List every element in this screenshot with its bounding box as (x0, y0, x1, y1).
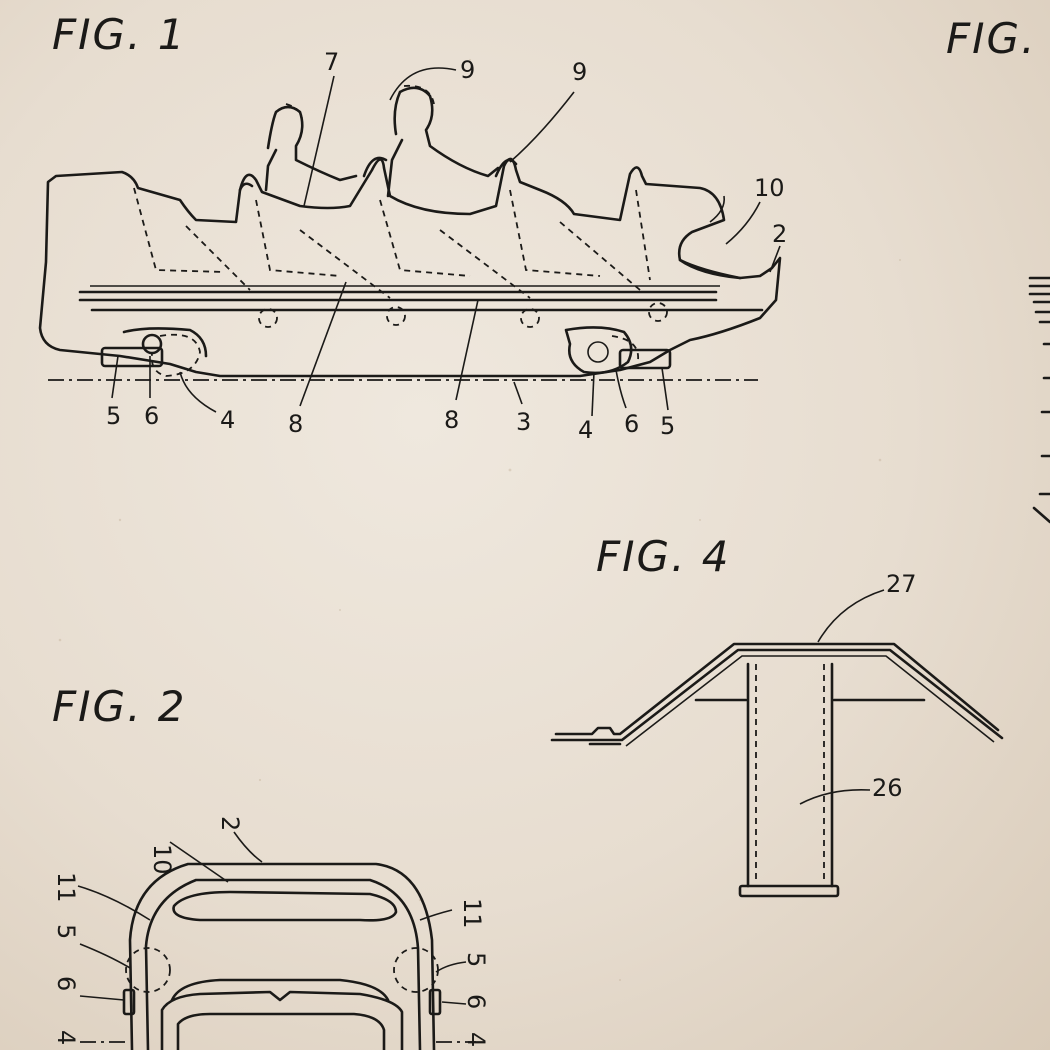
fig1-rider-1 (264, 105, 358, 192)
fig4-title: FIG. 4 (596, 532, 731, 581)
fig1-drawing: 7 9 9 10 2 5 6 4 8 8 3 4 6 5 (38, 48, 787, 444)
fig2-callout-4a: 4 (52, 1030, 80, 1045)
fig1-wheel-front-icon (141, 333, 163, 355)
fig1-callout-6b: 6 (624, 410, 639, 438)
fig1-callout-4b: 4 (578, 416, 593, 444)
fig2-callout-5a: 5 (52, 924, 80, 939)
fig1-callout-10: 10 (754, 174, 785, 202)
fig1-callout-2: 2 (772, 220, 787, 248)
fig2-callout-11a: 11 (52, 872, 80, 903)
fig2-callout-2: 2 (216, 816, 244, 831)
fig2-callout-6a: 6 (52, 976, 80, 991)
fig1-rider-2 (386, 86, 500, 198)
fig1-callout-9b: 9 (572, 58, 587, 86)
fig1-car-body (38, 157, 782, 378)
fig2-callout-6b: 6 (462, 994, 490, 1009)
fig1-callout-8a: 8 (288, 410, 303, 438)
fig1-callout-4a: 4 (220, 406, 235, 434)
fig2-title: FIG. 2 (52, 682, 187, 731)
fig1-title: FIG. 1 (52, 10, 187, 59)
fig1-callout-8b: 8 (444, 406, 459, 434)
fig1-callout-6a: 6 (144, 402, 159, 430)
fig1-callout-7: 7 (324, 48, 339, 76)
fig2-wheel-left-icon (125, 947, 171, 993)
fig2-callout-11b: 11 (458, 898, 486, 929)
fig1-callout-3: 3 (516, 408, 531, 436)
fig2-callout-4b: 4 (462, 1032, 490, 1047)
fig4-drawing: 27 26 (550, 570, 1004, 898)
fig1-wheel-rear-icon (564, 326, 633, 375)
fig1-callout-9a: 9 (460, 56, 475, 84)
fig3-title: FIG. (946, 14, 1037, 63)
fig2-drawing: 10 2 11 11 5 5 6 6 4 4 (52, 816, 490, 1050)
fig4-callout-26: 26 (872, 774, 903, 802)
fig4-callout-27: 27 (886, 570, 917, 598)
fig2-callout-5b: 5 (462, 952, 490, 967)
fig1-callout-5b: 5 (660, 412, 675, 440)
fig3-drawing (1028, 276, 1050, 524)
fig2-callout-10: 10 (148, 844, 176, 875)
fig1-callout-5a: 5 (106, 402, 121, 430)
